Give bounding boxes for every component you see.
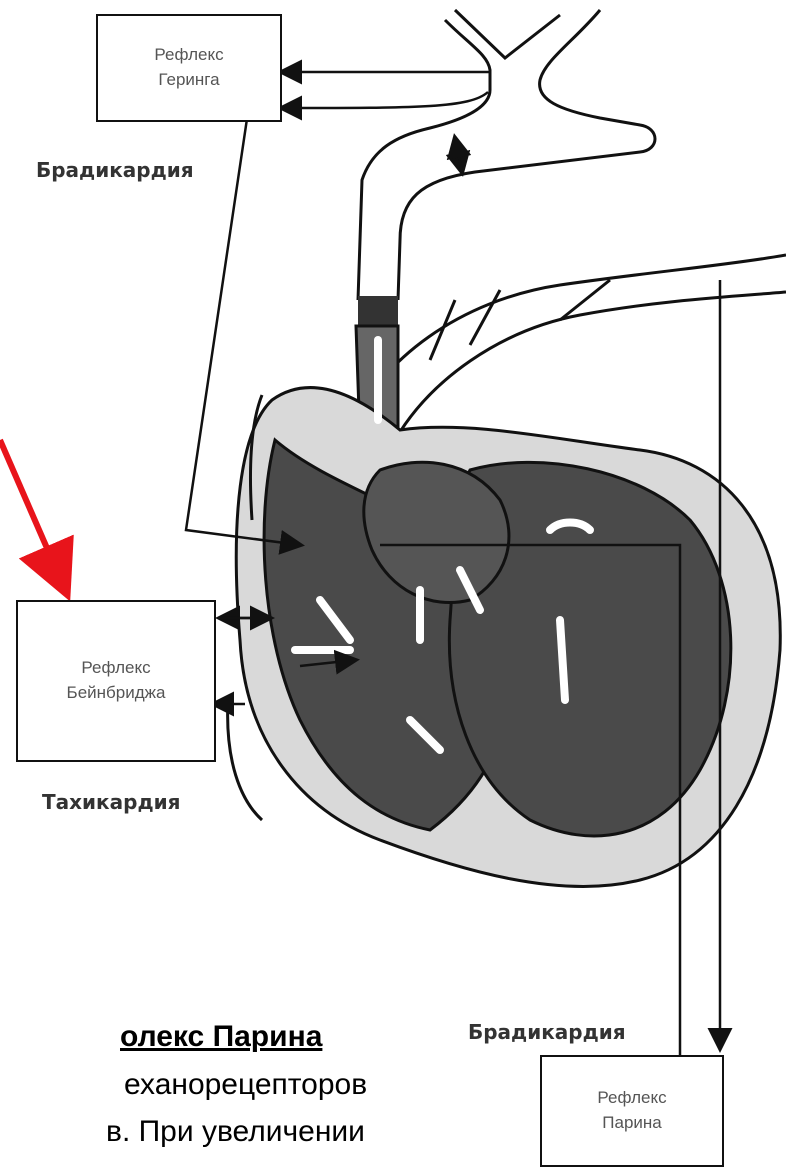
parin-reflex-box: Рефлекс Парина xyxy=(540,1055,724,1167)
bradycardia-label-bottom: Брадикардия xyxy=(468,1020,626,1044)
bainbridge-reflex-box: Рефлекс Бейнбриджа xyxy=(16,600,216,762)
text-line-2: еханорецепторов xyxy=(124,1068,367,1102)
bainbridge-box-line2: Бейнбриджа xyxy=(67,681,166,706)
hering-box-line1: Рефлекс xyxy=(154,43,223,68)
bradycardia-label-top: Брадикардия xyxy=(36,158,194,182)
tachycardia-label: Тахикардия xyxy=(42,790,180,814)
parin-box-line2: Парина xyxy=(602,1111,661,1136)
carotid-artery xyxy=(358,10,655,300)
hering-box-line2: Геринга xyxy=(158,68,219,93)
parin-box-line1: Рефлекс xyxy=(597,1086,666,1111)
text-line-3: в. При увеличении xyxy=(106,1115,365,1149)
vessel-dark-segment xyxy=(358,296,398,326)
bainbridge-box-line1: Рефлекс xyxy=(81,656,150,681)
red-pointer-arrow xyxy=(0,440,63,585)
parin-reflex-heading: олекс Парина xyxy=(120,1020,322,1054)
hering-reflex-box: Рефлекс Геринга xyxy=(96,14,282,122)
heart xyxy=(228,340,781,886)
